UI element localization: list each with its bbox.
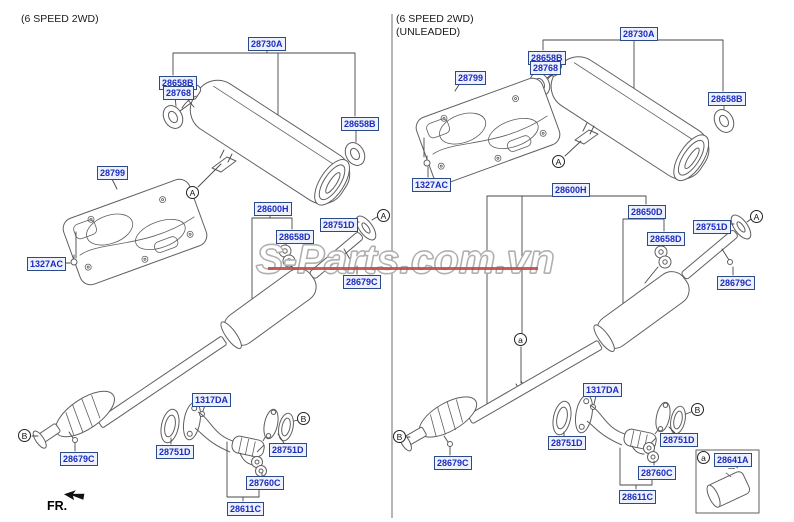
part-label-28751D[interactable]: 28751D — [320, 218, 358, 232]
center-pipe-drawing — [97, 336, 227, 428]
rubber-hanger-drawing — [278, 244, 296, 268]
part-label-28751D[interactable]: 28751D — [660, 433, 698, 447]
front-direction-arrow-icon — [63, 490, 85, 501]
front-pipe-gasket-right — [278, 412, 294, 442]
watermark-strike-line — [268, 267, 538, 270]
part-label-28600H[interactable]: 28600H — [552, 183, 590, 197]
front-pipe-gasket-left — [160, 408, 180, 444]
part-label-28751D[interactable]: 28751D — [693, 220, 731, 234]
part-label-28658D[interactable]: 28658D — [647, 232, 685, 246]
front-direction-label: FR. — [47, 499, 68, 513]
ref-marker-A: A — [750, 210, 763, 223]
catalytic-converter-drawing — [418, 396, 478, 438]
rubber-hanger-drawing — [654, 245, 672, 269]
part-label-28679C[interactable]: 28679C — [343, 275, 381, 289]
part-label-28751D[interactable]: 28751D — [269, 443, 307, 457]
center-pipe-drawing — [467, 340, 603, 424]
center-muffler-drawing — [593, 271, 690, 352]
ref-marker-a: a — [697, 451, 710, 464]
muffler-hanger-bracket — [211, 156, 237, 173]
muffler-grommet-left — [162, 105, 184, 129]
part-label-28799[interactable]: 28799 — [97, 166, 129, 180]
ref-marker-B: B — [297, 412, 310, 425]
part-label-28751D[interactable]: 28751D — [156, 445, 194, 459]
part-label-28768[interactable]: 28768 — [163, 86, 195, 100]
part-label-28679C[interactable]: 28679C — [717, 276, 755, 290]
ref-marker-A: A — [377, 209, 390, 222]
part-label-28679C[interactable]: 28679C — [60, 452, 98, 466]
part-label-28751D[interactable]: 28751D — [548, 436, 586, 450]
ref-marker-A: A — [552, 155, 565, 168]
part-label-28768[interactable]: 28768 — [530, 61, 562, 75]
part-label-28658B[interactable]: 28658B — [708, 92, 746, 106]
part-label-28730A[interactable]: 28730A — [620, 27, 658, 41]
part-label-28650D[interactable]: 28650D — [628, 205, 666, 219]
right-panel-title-line1: (6 SPEED 2WD) — [396, 13, 474, 25]
part-label-28600H[interactable]: 28600H — [254, 202, 292, 216]
left-panel-title: (6 SPEED 2WD) — [21, 13, 99, 25]
ref-marker-a: a — [514, 333, 527, 346]
heat-shield-drawing — [62, 178, 208, 286]
center-muffler-drawing — [220, 268, 317, 349]
part-label-28658D[interactable]: 28658D — [276, 230, 314, 244]
muffler-hanger-bracket — [574, 129, 599, 145]
rear-muffler-drawing — [542, 56, 710, 182]
ref-marker-B: B — [393, 430, 406, 443]
front-pipe-gasket-right — [670, 405, 686, 435]
part-label-28799[interactable]: 28799 — [455, 71, 487, 85]
front-pipe-gasket-left — [552, 400, 572, 436]
part-label-1317DA[interactable]: 1317DA — [192, 393, 232, 407]
ref-marker-A: A — [186, 186, 199, 199]
right-panel-drawing — [398, 36, 760, 514]
front-pipe-flange-left — [574, 394, 594, 434]
tail-trim-drawing — [706, 462, 751, 508]
part-label-28641A[interactable]: 28641A — [714, 453, 752, 467]
part-label-28730A[interactable]: 28730A — [248, 37, 286, 51]
part-label-28658B[interactable]: 28658B — [341, 117, 379, 131]
heat-shield-drawing — [415, 77, 561, 185]
part-label-28760C[interactable]: 28760C — [246, 476, 284, 490]
part-label-28679C[interactable]: 28679C — [434, 456, 472, 470]
ref-marker-B: B — [691, 403, 704, 416]
muffler-grommet-right — [713, 109, 735, 133]
part-label-28760C[interactable]: 28760C — [638, 466, 676, 480]
flex-pipe-drawing — [231, 435, 265, 458]
tail-pipe-drawing — [681, 230, 738, 280]
part-label-28611C[interactable]: 28611C — [619, 490, 657, 504]
part-label-1317DA[interactable]: 1317DA — [583, 383, 623, 397]
hanger-grommet-drawing — [251, 456, 267, 477]
part-label-28611C[interactable]: 28611C — [227, 502, 265, 516]
ref-marker-B: B — [18, 429, 31, 442]
part-label-1327AC[interactable]: 1327AC — [27, 257, 67, 271]
hanger-grommet-drawing — [643, 442, 659, 463]
part-label-1327AC[interactable]: 1327AC — [412, 178, 452, 192]
right-panel-title-line2: (UNLEADED) — [396, 26, 461, 38]
muffler-grommet-right — [344, 142, 366, 166]
